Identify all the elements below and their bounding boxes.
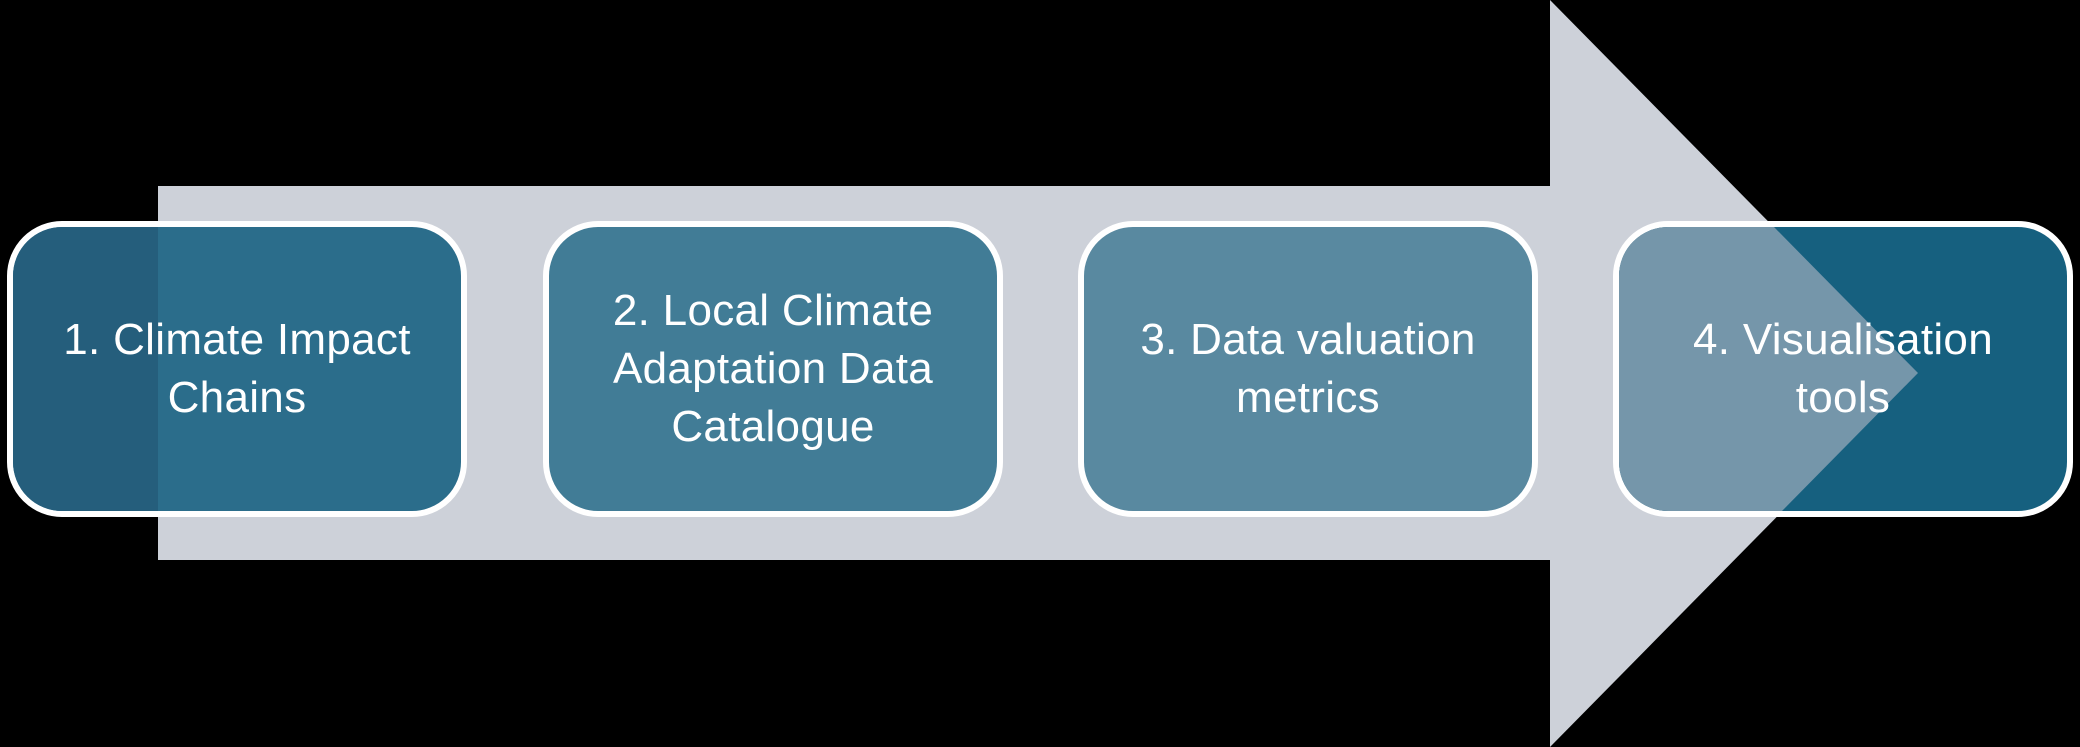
- step-2-line-1: 2. Local Climate: [612, 286, 934, 335]
- step-2-label: 2. Local Climate Adaptation Data Catalog…: [549, 282, 997, 456]
- step-3-line-1: 3. Data valuation: [1140, 315, 1476, 364]
- step-2-line-2: Adaptation Data: [612, 344, 934, 393]
- step-4-line-2: tools: [1795, 373, 1891, 422]
- step-3-line-2: metrics: [1236, 373, 1380, 422]
- step-1-off-arrow-shade: [13, 227, 158, 511]
- step-2-box: 2. Local Climate Adaptation Data Catalog…: [543, 221, 1003, 517]
- step-1-line-1: 1. Climate Impact: [63, 315, 411, 364]
- step-4-label: 4. Visualisation tools: [1619, 311, 2067, 427]
- step-3-label: 3. Data valuation metrics: [1084, 311, 1532, 427]
- step-4-line-1: 4. Visualisation: [1693, 315, 1993, 364]
- step-1-line-2: Chains: [167, 373, 307, 422]
- step-1-label: 1. Climate Impact Chains: [13, 311, 461, 427]
- step-3-box: 3. Data valuation metrics: [1078, 221, 1538, 517]
- step-4-box: 4. Visualisation tools: [1613, 221, 2073, 517]
- step-1-box: 1. Climate Impact Chains: [7, 221, 467, 517]
- step-2-line-3: Catalogue: [671, 402, 875, 451]
